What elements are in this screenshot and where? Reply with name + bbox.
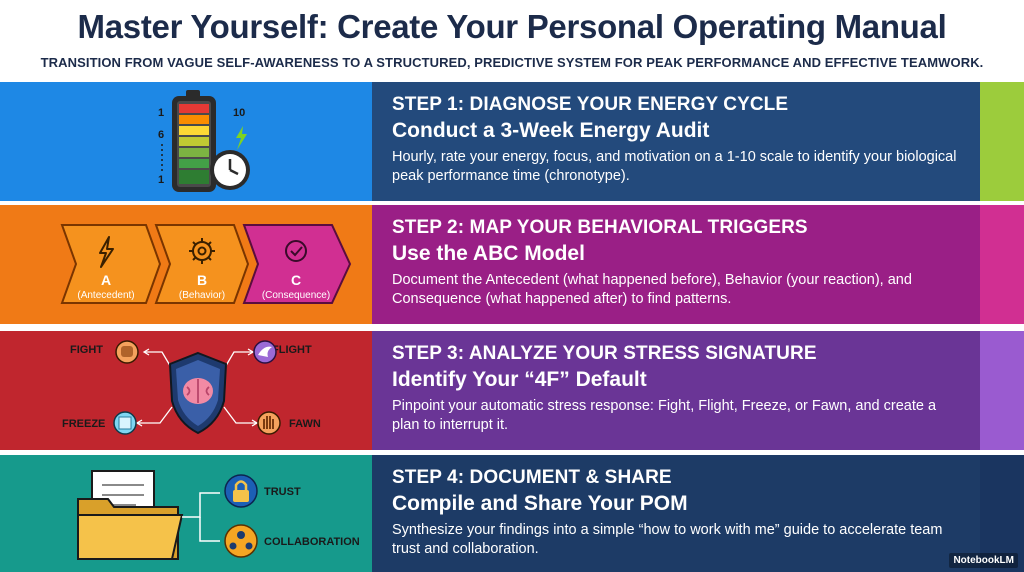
collaboration-label: COLLABORATION <box>264 536 360 548</box>
team-icon <box>224 524 258 558</box>
scale-top-label: 1 <box>158 107 164 119</box>
step-2-accent <box>980 205 1024 324</box>
brain-shield-icon <box>168 351 228 435</box>
fawn-label: FAWN <box>289 418 321 430</box>
step-4-content: STEP 4: DOCUMENT & SHARE Compile and Sha… <box>372 455 980 572</box>
page-title: Master Yourself: Create Your Personal Op… <box>77 8 947 45</box>
notebooklm-watermark: NotebookLM <box>949 553 1018 568</box>
step-3-band: FIGHT FLIGHT FREEZE FAWN <box>0 331 1024 450</box>
abc-step-a: A (Antecedent) <box>60 224 162 304</box>
step-3-title: Identify Your “4F” Default <box>392 368 647 391</box>
abc-b-letter: B <box>197 272 207 288</box>
lightning-icon <box>99 236 114 268</box>
abc-c-name: (Consequence) <box>262 290 330 301</box>
step-1-accent <box>980 82 1024 201</box>
step-4-title: Compile and Share Your POM <box>392 492 688 515</box>
scale-mid-label: 6 <box>158 129 164 141</box>
battery-icon <box>172 90 216 192</box>
step-3-content: STEP 3: ANALYZE YOUR STRESS SIGNATURE Id… <box>372 331 980 450</box>
abc-a-name: (Antecedent) <box>77 290 134 301</box>
step-2-graphic: A (Antecedent) B (Behavior) C <box>60 224 352 304</box>
step-3-description: Pinpoint your automatic stress response:… <box>392 398 937 433</box>
flight-label: FLIGHT <box>272 344 312 356</box>
step-4-band: TRUST COLLABORATION STEP 4: DOCUMENT & S… <box>0 455 1024 572</box>
step-1-label: STEP 1: DIAGNOSE YOUR ENERGY CYCLE <box>392 94 789 115</box>
step-2-title: Use the ABC Model <box>392 242 585 265</box>
abc-c-letter: C <box>291 272 301 288</box>
step-2-band: A (Antecedent) B (Behavior) C <box>0 205 1024 324</box>
scale-max-label: 10 <box>233 107 245 119</box>
gear-icon <box>189 238 215 264</box>
step-1-title: Conduct a 3-Week Energy Audit <box>392 119 710 142</box>
step-2-content: STEP 2: MAP YOUR BEHAVIORAL TRIGGERS Use… <box>372 205 980 324</box>
step-2-description: Document the Antecedent (what happened b… <box>392 272 912 307</box>
page-subtitle: TRANSITION FROM VAGUE SELF-AWARENESS TO … <box>40 55 984 70</box>
step-1-graphic: 1 6 1 10 <box>158 90 250 192</box>
step-4-illustration: TRUST COLLABORATION <box>0 455 372 572</box>
abc-b-name: (Behavior) <box>179 290 225 301</box>
clock-icon <box>210 150 250 190</box>
fight-label: FIGHT <box>70 344 103 356</box>
step-3-accent <box>980 331 1024 450</box>
header: Master Yourself: Create Your Personal Op… <box>0 0 1024 80</box>
step-3-graphic: FIGHT FLIGHT FREEZE FAWN <box>62 340 321 435</box>
step-1-illustration: 1 6 1 10 <box>0 82 372 201</box>
ice-cube-icon <box>113 411 137 435</box>
lock-icon <box>224 474 258 508</box>
step-4-accent <box>980 455 1024 572</box>
freeze-label: FREEZE <box>62 418 105 430</box>
scale-bottom-label: 1 <box>158 174 164 186</box>
step-2-label: STEP 2: MAP YOUR BEHAVIORAL TRIGGERS <box>392 217 808 238</box>
step-1-content: STEP 1: DIAGNOSE YOUR ENERGY CYCLE Condu… <box>372 82 980 201</box>
trust-label: TRUST <box>264 486 301 498</box>
fist-icon <box>115 340 139 364</box>
abc-a-letter: A <box>101 272 111 288</box>
step-3-label: STEP 3: ANALYZE YOUR STRESS SIGNATURE <box>392 343 817 364</box>
step-3-illustration: FIGHT FLIGHT FREEZE FAWN <box>0 331 372 450</box>
bird-icon <box>253 340 277 364</box>
hand-icon <box>257 411 281 435</box>
abc-step-c: C (Consequence) <box>242 224 352 304</box>
abc-step-b: B (Behavior) <box>154 224 250 304</box>
step-4-label: STEP 4: DOCUMENT & SHARE <box>392 467 672 488</box>
folder-icon <box>77 470 184 560</box>
step-1-description: Hourly, rate your energy, focus, and mot… <box>392 149 957 184</box>
step-4-description: Synthesize your findings into a simple “… <box>392 522 943 557</box>
step-2-illustration: A (Antecedent) B (Behavior) C <box>0 205 372 324</box>
check-circle-icon <box>285 240 307 262</box>
step-4-graphic: TRUST COLLABORATION <box>77 470 360 560</box>
step-1-band: 1 6 1 10 <box>0 82 1024 201</box>
lightning-icon <box>236 126 247 150</box>
